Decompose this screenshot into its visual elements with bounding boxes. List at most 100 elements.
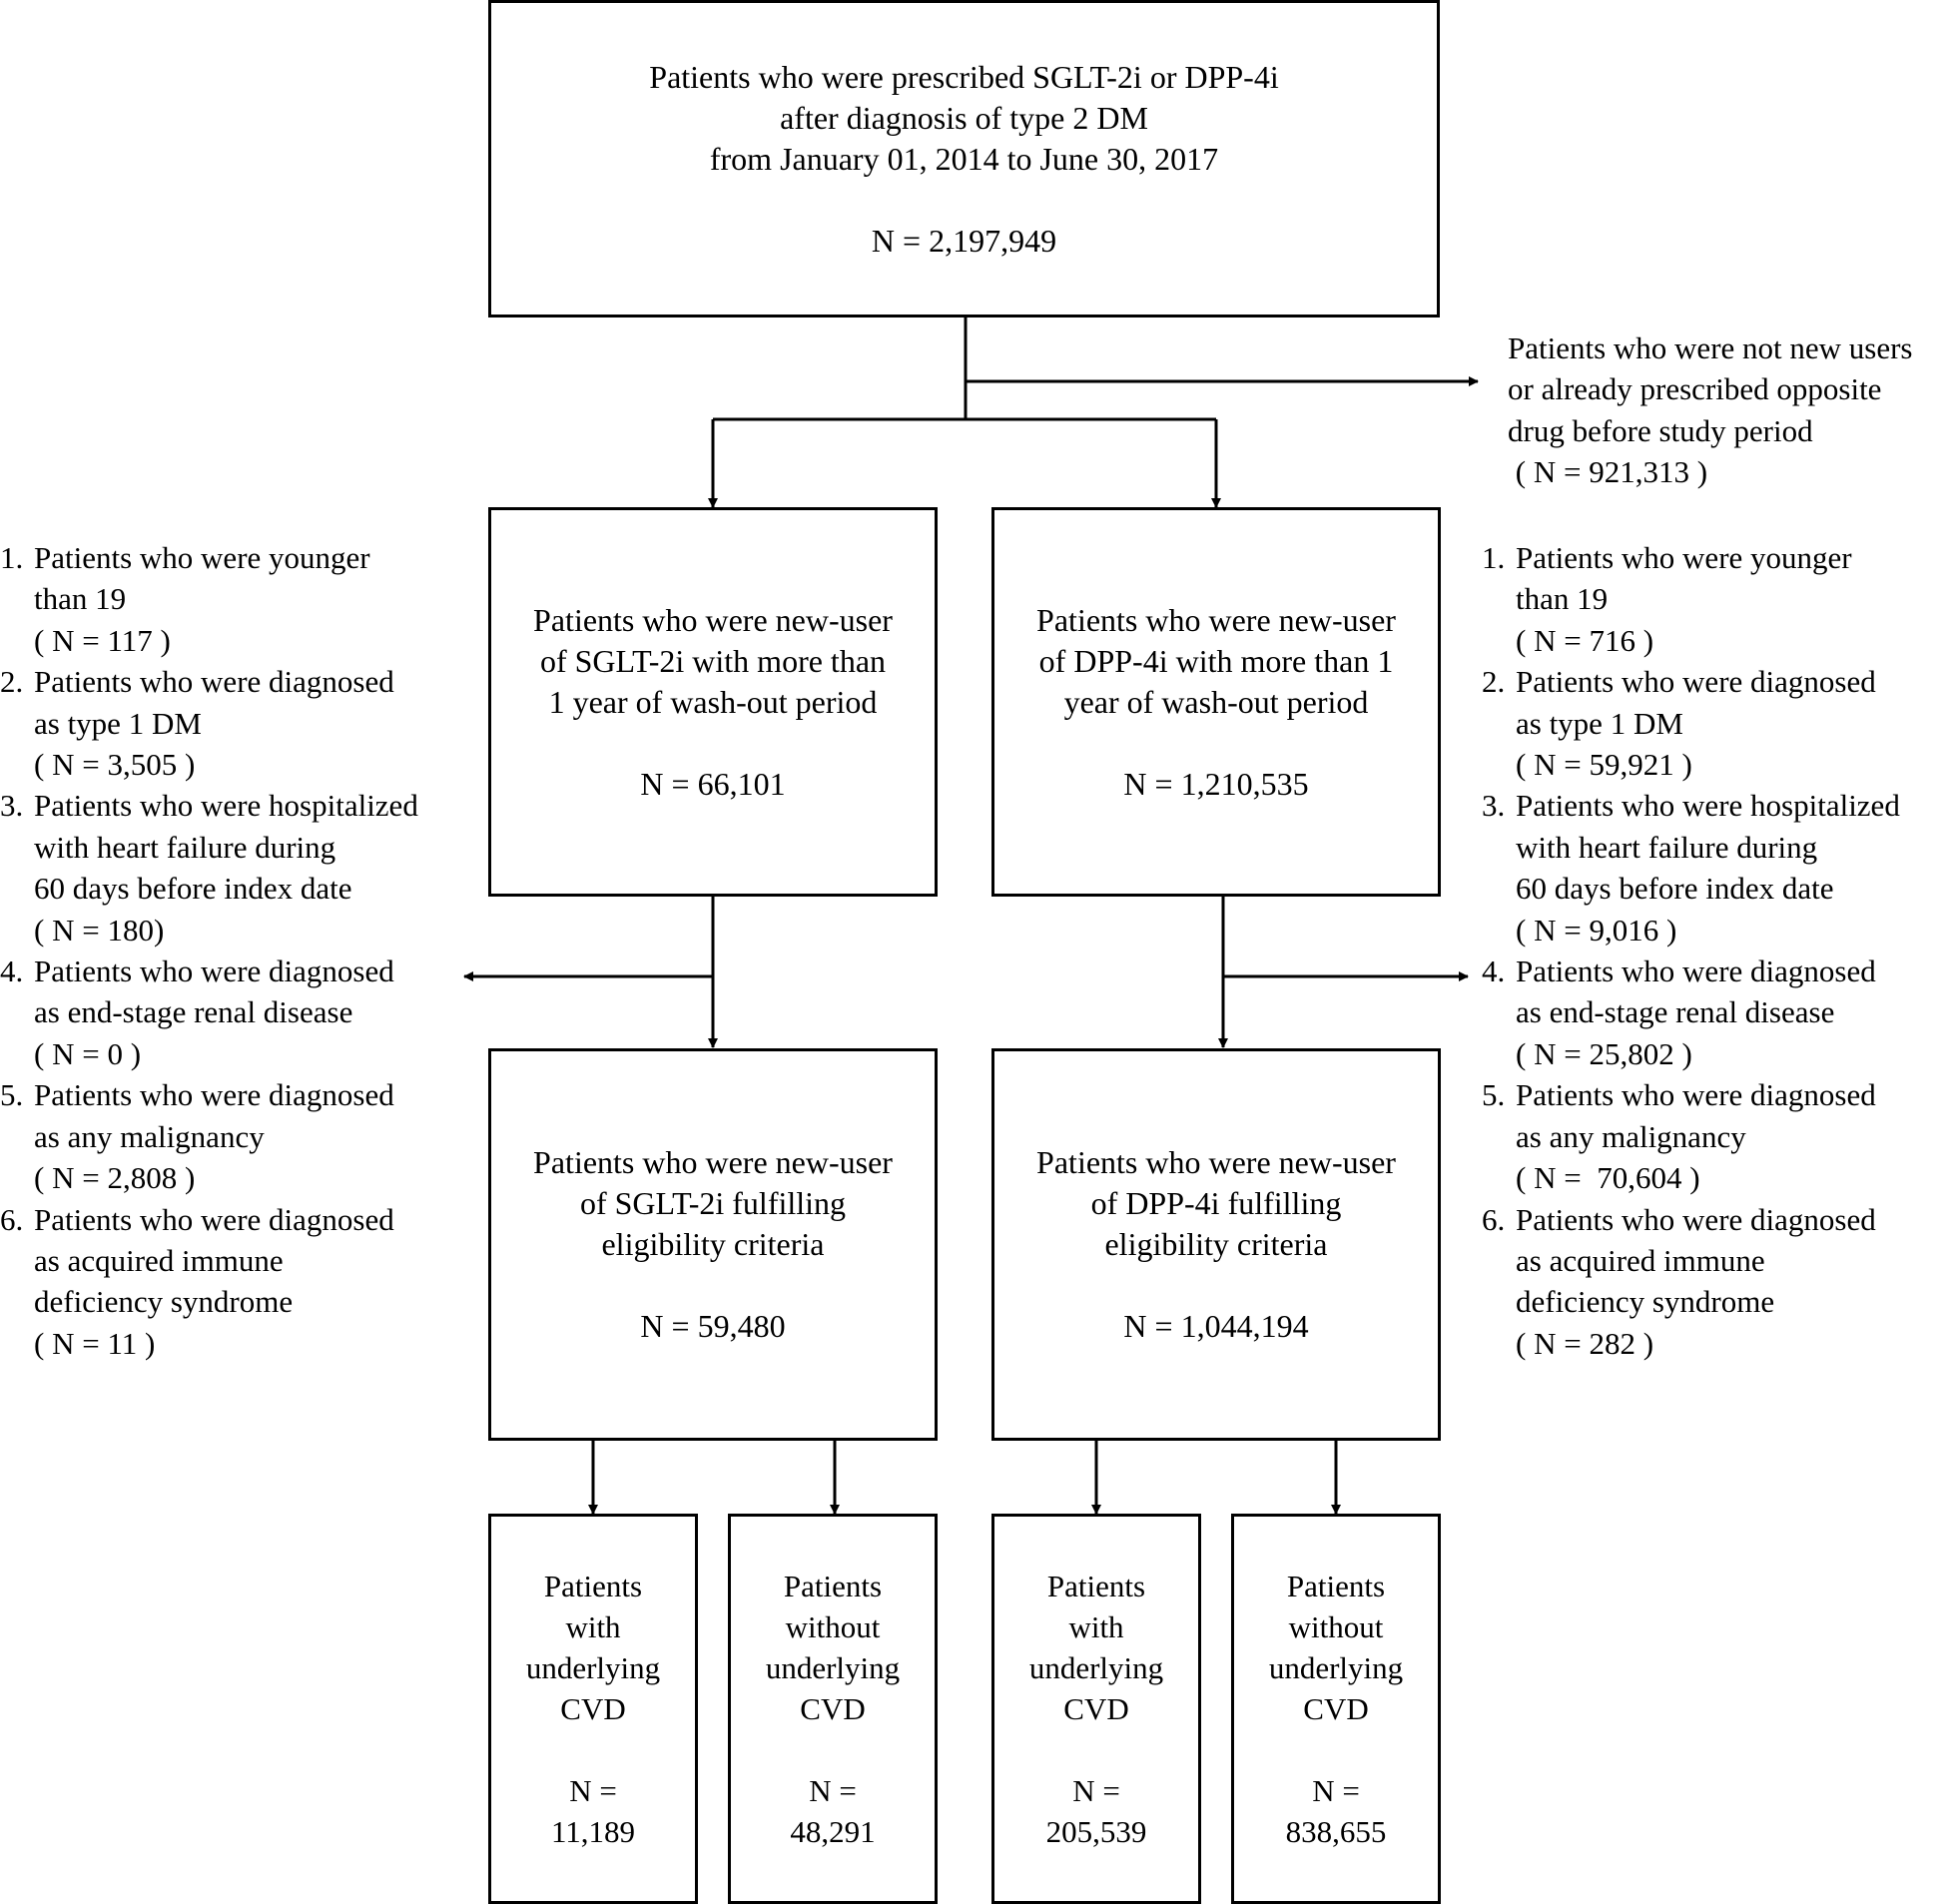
- right-exclusion-2-count: ( N = 59,921 ): [1516, 747, 1692, 783]
- left-exclusion-2-line-1: Patients who were diagnosed: [34, 664, 394, 700]
- sglt-eligible-line-2: of SGLT-2i fulfilling: [579, 1185, 847, 1221]
- left-exclusion-item: 4. Patients who were diagnosed as end-st…: [0, 951, 418, 1074]
- left-exclusion-5-line-2: as any malignancy: [34, 1118, 265, 1154]
- left-exclusion-3-line-2: with heart failure during: [34, 829, 336, 865]
- right-exclusion-item: 6. Patients who were diagnosed as acquir…: [1482, 1199, 1900, 1365]
- left-exclusion-5-number: 5.: [0, 1077, 24, 1113]
- leaf-sglt-without-cvd-n-label: N =: [809, 1773, 857, 1808]
- leaf-dpp-without-cvd-line-3: underlying: [1268, 1650, 1404, 1685]
- right-exclusion-6-number: 6.: [1482, 1201, 1506, 1237]
- right-exclusion-item: 1. Patients who were younger than 19 ( N…: [1482, 537, 1900, 661]
- leaf-sglt-with-cvd-line-2: with: [565, 1609, 621, 1644]
- leaf-sglt-without-cvd: Patients without underlying CVD N = 48,2…: [728, 1514, 938, 1904]
- leaf-sglt-with-cvd: Patients with underlying CVD N = 11,189: [488, 1514, 698, 1904]
- left-exclusion-4-line-2: as end-stage renal disease: [34, 994, 353, 1030]
- leaf-dpp-without-cvd: Patients without underlying CVD N = 838,…: [1231, 1514, 1441, 1904]
- right-exclusion-3-number: 3.: [1482, 788, 1506, 824]
- leaf-dpp-without-cvd-line-2: without: [1288, 1609, 1384, 1644]
- dpp-new-user-count: N = 1,210,535: [1123, 765, 1309, 802]
- dpp-eligible-line-1: Patients who were new-user: [1036, 1144, 1396, 1180]
- left-exclusion-item: 6. Patients who were diagnosed as acquir…: [0, 1199, 418, 1365]
- left-exclusion-6-line-1: Patients who were diagnosed: [34, 1201, 394, 1237]
- excluded-top-text: Patients who were not new users or alrea…: [1508, 327, 1913, 493]
- left-exclusion-4-line-1: Patients who were diagnosed: [34, 953, 394, 989]
- top-box-line-2: after diagnosis of type 2 DM: [780, 99, 1148, 136]
- leaf-dpp-without-cvd-line-4: CVD: [1303, 1691, 1369, 1726]
- right-exclusions: 1. Patients who were younger than 19 ( N…: [1482, 537, 1900, 1364]
- excluded-top-line-3: drug before study period: [1508, 412, 1813, 448]
- top-box-count: N = 2,197,949: [871, 222, 1057, 259]
- excluded-top-line-2: or already prescribed opposite: [1508, 371, 1882, 407]
- right-exclusion-4-count: ( N = 25,802 ): [1516, 1035, 1692, 1071]
- dpp-eligible-line-2: of DPP-4i fulfilling: [1090, 1185, 1342, 1221]
- leaf-sglt-without-cvd-line-3: underlying: [765, 1650, 901, 1685]
- sglt-new-user-line-1: Patients who were new-user: [533, 601, 893, 638]
- leaf-dpp-without-cvd-count: 838,655: [1285, 1814, 1387, 1849]
- excluded-top-count: ( N = 921,313 ): [1508, 454, 1708, 490]
- left-exclusion-6-line-3: deficiency syndrome: [34, 1284, 294, 1320]
- sglt-new-user-box: Patients who were new-user of SGLT-2i wi…: [488, 507, 938, 897]
- top-box-line-3: from January 01, 2014 to June 30, 2017: [709, 140, 1219, 177]
- leaf-dpp-with-cvd-line-2: with: [1068, 1609, 1124, 1644]
- left-exclusion-1-count: ( N = 117 ): [34, 622, 171, 658]
- right-exclusion-1-number: 1.: [1482, 540, 1506, 575]
- right-exclusion-6-line-3: deficiency syndrome: [1516, 1284, 1775, 1320]
- leaf-dpp-with-cvd-line-4: CVD: [1063, 1691, 1129, 1726]
- left-exclusion-2-number: 2.: [0, 664, 24, 700]
- right-exclusion-1-count: ( N = 716 ): [1516, 622, 1654, 658]
- left-exclusion-3-line-3: 60 days before index date: [34, 871, 352, 907]
- leaf-dpp-with-cvd: Patients with underlying CVD N = 205,539: [991, 1514, 1201, 1904]
- left-exclusion-1-number: 1.: [0, 540, 24, 575]
- leaf-sglt-with-cvd-count: 11,189: [550, 1814, 636, 1849]
- right-exclusion-3-line-3: 60 days before index date: [1516, 871, 1834, 907]
- dpp-new-user-line-1: Patients who were new-user: [1036, 601, 1396, 638]
- right-exclusion-5-line-2: as any malignancy: [1516, 1118, 1746, 1154]
- dpp-eligible-box: Patients who were new-user of DPP-4i ful…: [991, 1048, 1441, 1441]
- left-exclusion-6-count: ( N = 11 ): [34, 1325, 156, 1361]
- excluded-top-line-1: Patients who were not new users: [1508, 330, 1913, 365]
- right-exclusion-6-count: ( N = 282 ): [1516, 1325, 1654, 1361]
- dpp-new-user-line-3: year of wash-out period: [1063, 683, 1369, 720]
- right-exclusion-3-count: ( N = 9,016 ): [1516, 912, 1677, 948]
- right-exclusion-4-line-1: Patients who were diagnosed: [1516, 953, 1876, 989]
- leaf-dpp-with-cvd-line-1: Patients: [1046, 1569, 1146, 1603]
- left-exclusion-item: 2. Patients who were diagnosed as type 1…: [0, 661, 418, 785]
- sglt-eligible-line-1: Patients who were new-user: [533, 1144, 893, 1180]
- right-exclusion-2-line-1: Patients who were diagnosed: [1516, 664, 1876, 700]
- right-exclusion-3-line-2: with heart failure during: [1516, 829, 1818, 865]
- left-exclusion-2-count: ( N = 3,505 ): [34, 747, 196, 783]
- sglt-eligible-count: N = 59,480: [640, 1308, 786, 1344]
- left-exclusion-item: 3. Patients who were hospitalized with h…: [0, 785, 418, 951]
- sglt-eligible-box: Patients who were new-user of SGLT-2i fu…: [488, 1048, 938, 1441]
- sglt-eligible-line-3: eligibility criteria: [601, 1226, 825, 1262]
- left-exclusion-4-number: 4.: [0, 953, 24, 989]
- right-exclusion-item: 5. Patients who were diagnosed as any ma…: [1482, 1074, 1900, 1198]
- leaf-sglt-without-cvd-line-4: CVD: [800, 1691, 866, 1726]
- left-exclusion-6-line-2: as acquired immune: [34, 1242, 284, 1278]
- right-exclusion-2-line-2: as type 1 DM: [1516, 705, 1683, 741]
- sglt-new-user-count: N = 66,101: [640, 765, 786, 802]
- right-exclusion-4-line-2: as end-stage renal disease: [1516, 994, 1835, 1030]
- left-exclusion-3-count: ( N = 180): [34, 912, 165, 948]
- left-exclusion-3-line-1: Patients who were hospitalized: [34, 788, 418, 824]
- right-exclusion-5-line-1: Patients who were diagnosed: [1516, 1077, 1876, 1113]
- right-exclusion-5-count: ( N = 70,604 ): [1516, 1160, 1700, 1196]
- top-box-line-1: Patients who were prescribed SGLT-2i or …: [649, 58, 1279, 95]
- leaf-dpp-without-cvd-n-label: N =: [1312, 1773, 1360, 1808]
- left-exclusion-3-number: 3.: [0, 788, 24, 824]
- leaf-sglt-with-cvd-n-label: N =: [569, 1773, 617, 1808]
- right-exclusion-item: 3. Patients who were hospitalized with h…: [1482, 785, 1900, 951]
- leaf-dpp-with-cvd-n-label: N =: [1072, 1773, 1120, 1808]
- right-exclusion-3-line-1: Patients who were hospitalized: [1516, 788, 1900, 824]
- right-exclusion-5-number: 5.: [1482, 1077, 1506, 1113]
- left-exclusion-5-count: ( N = 2,808 ): [34, 1160, 196, 1196]
- leaf-dpp-without-cvd-line-1: Patients: [1286, 1569, 1386, 1603]
- right-exclusion-2-number: 2.: [1482, 664, 1506, 700]
- top-box: Patients who were prescribed SGLT-2i or …: [488, 0, 1440, 317]
- leaf-sglt-without-cvd-line-2: without: [785, 1609, 881, 1644]
- left-exclusion-6-number: 6.: [0, 1201, 24, 1237]
- dpp-new-user-line-2: of DPP-4i with more than 1: [1038, 642, 1394, 679]
- right-exclusion-1-line-1: Patients who were younger: [1516, 540, 1852, 575]
